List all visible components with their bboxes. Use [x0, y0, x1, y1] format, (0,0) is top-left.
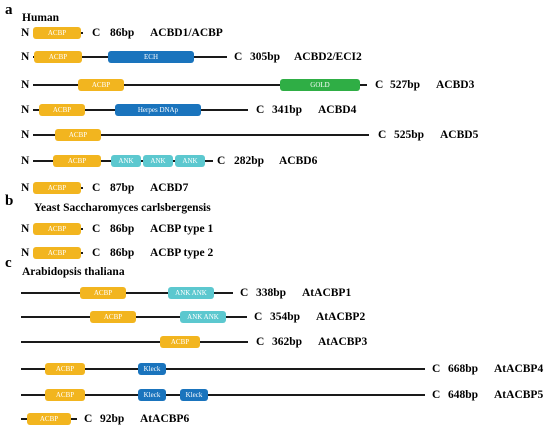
protein-backbone — [33, 84, 367, 86]
protein-length: 362bp — [272, 336, 303, 348]
protein-name: ACBP type 1 — [150, 223, 214, 235]
c-terminus: C — [217, 155, 226, 167]
herpes-dnap-domain: Herpes DNAp — [115, 104, 201, 116]
protein-name: AtACBP2 — [316, 311, 366, 323]
acbp-domain: ACBP — [33, 182, 81, 194]
protein-name: ACBD4 — [318, 104, 357, 116]
acbp-domain: ACBP — [33, 27, 81, 39]
ech-domain: ECH — [108, 51, 194, 63]
acbp-domain: ACBP — [78, 79, 124, 91]
kleck-domain: Kleck — [138, 363, 166, 375]
c-terminus: C — [84, 413, 93, 425]
gold-domain: GOLD — [280, 79, 360, 91]
n-terminus: N — [21, 182, 30, 194]
acbp-domain: ACBP — [160, 336, 200, 348]
protein-length: 525bp — [394, 129, 425, 141]
acbp-domain: ACBP — [55, 129, 101, 141]
acbp-domain: ACBP — [39, 104, 85, 116]
c-terminus: C — [375, 79, 384, 91]
c-terminus: C — [256, 336, 265, 348]
protein-name: AtACBP6 — [140, 413, 190, 425]
kleck-domain: Kleck — [138, 389, 166, 401]
c-terminus: C — [92, 27, 101, 39]
protein-length: 282bp — [234, 155, 265, 167]
ank-domain: ANK — [111, 155, 141, 167]
n-terminus: N — [21, 129, 30, 141]
acbp-domain: ACBP — [34, 51, 82, 63]
protein-length: 92bp — [100, 413, 125, 425]
acbp-domain: ACBP — [45, 389, 85, 401]
n-terminus: N — [21, 104, 30, 116]
protein-length: 648bp — [448, 389, 479, 401]
c-terminus: C — [92, 247, 101, 259]
protein-length: 86bp — [110, 247, 135, 259]
c-terminus: C — [378, 129, 387, 141]
c-terminus: C — [432, 363, 441, 375]
c-terminus: C — [92, 223, 101, 235]
panel-a-title: Human — [22, 12, 60, 24]
c-terminus: C — [432, 389, 441, 401]
n-terminus: N — [21, 27, 30, 39]
protein-length: 87bp — [110, 182, 135, 194]
panel-a-label: a — [5, 2, 13, 18]
panel-c-title: Arabidopsis thaliana — [22, 266, 125, 278]
kleck-domain: Kleck — [180, 389, 208, 401]
acbp-domain: ACBP — [53, 155, 101, 167]
ank-domain: ANK ANK — [168, 287, 214, 299]
n-terminus: N — [21, 51, 30, 63]
n-terminus: N — [21, 155, 30, 167]
protein-backbone — [21, 394, 425, 396]
protein-length: 354bp — [270, 311, 301, 323]
c-terminus: C — [92, 182, 101, 194]
n-terminus: N — [21, 79, 30, 91]
protein-name: ACBP type 2 — [150, 247, 214, 259]
protein-length: 86bp — [110, 27, 135, 39]
c-terminus: C — [254, 311, 263, 323]
acbp-domain: ACBP — [27, 413, 71, 425]
c-terminus: C — [256, 104, 265, 116]
protein-backbone — [21, 368, 425, 370]
protein-name: ACBD6 — [279, 155, 318, 167]
protein-name: ACBD1/ACBP — [150, 27, 223, 39]
protein-length: 668bp — [448, 363, 479, 375]
protein-name: AtACBP5 — [494, 389, 544, 401]
protein-backbone — [33, 134, 369, 136]
protein-name: ACBD3 — [436, 79, 475, 91]
acbp-domain: ACBP — [80, 287, 126, 299]
protein-backbone — [21, 341, 248, 343]
ank-domain: ANK — [175, 155, 205, 167]
protein-backbone — [21, 292, 233, 294]
protein-length: 527bp — [390, 79, 421, 91]
acbp-domain: ACBP — [90, 311, 136, 323]
panel-b-title: Yeast Saccharomyces carlsbergensis — [34, 202, 211, 214]
protein-length: 86bp — [110, 223, 135, 235]
acbp-domain: ACBP — [45, 363, 85, 375]
acbp-domain: ACBP — [33, 223, 81, 235]
n-terminus: N — [21, 247, 30, 259]
protein-name: ACBD5 — [440, 129, 479, 141]
ank-domain: ANK — [143, 155, 173, 167]
c-terminus: C — [240, 287, 249, 299]
protein-name: ACBD2/ECI2 — [294, 51, 362, 63]
protein-name: ACBD7 — [150, 182, 189, 194]
protein-name: AtACBP3 — [318, 336, 368, 348]
protein-length: 341bp — [272, 104, 303, 116]
protein-name: AtACBP4 — [494, 363, 544, 375]
protein-name: AtACBP1 — [302, 287, 352, 299]
n-terminus: N — [21, 223, 30, 235]
protein-length: 305bp — [250, 51, 281, 63]
c-terminus: C — [234, 51, 243, 63]
panel-c-label: c — [5, 255, 12, 271]
protein-length: 338bp — [256, 287, 287, 299]
panel-b-label: b — [5, 193, 14, 209]
acbp-domain: ACBP — [33, 247, 81, 259]
ank-domain: ANK ANK — [180, 311, 226, 323]
